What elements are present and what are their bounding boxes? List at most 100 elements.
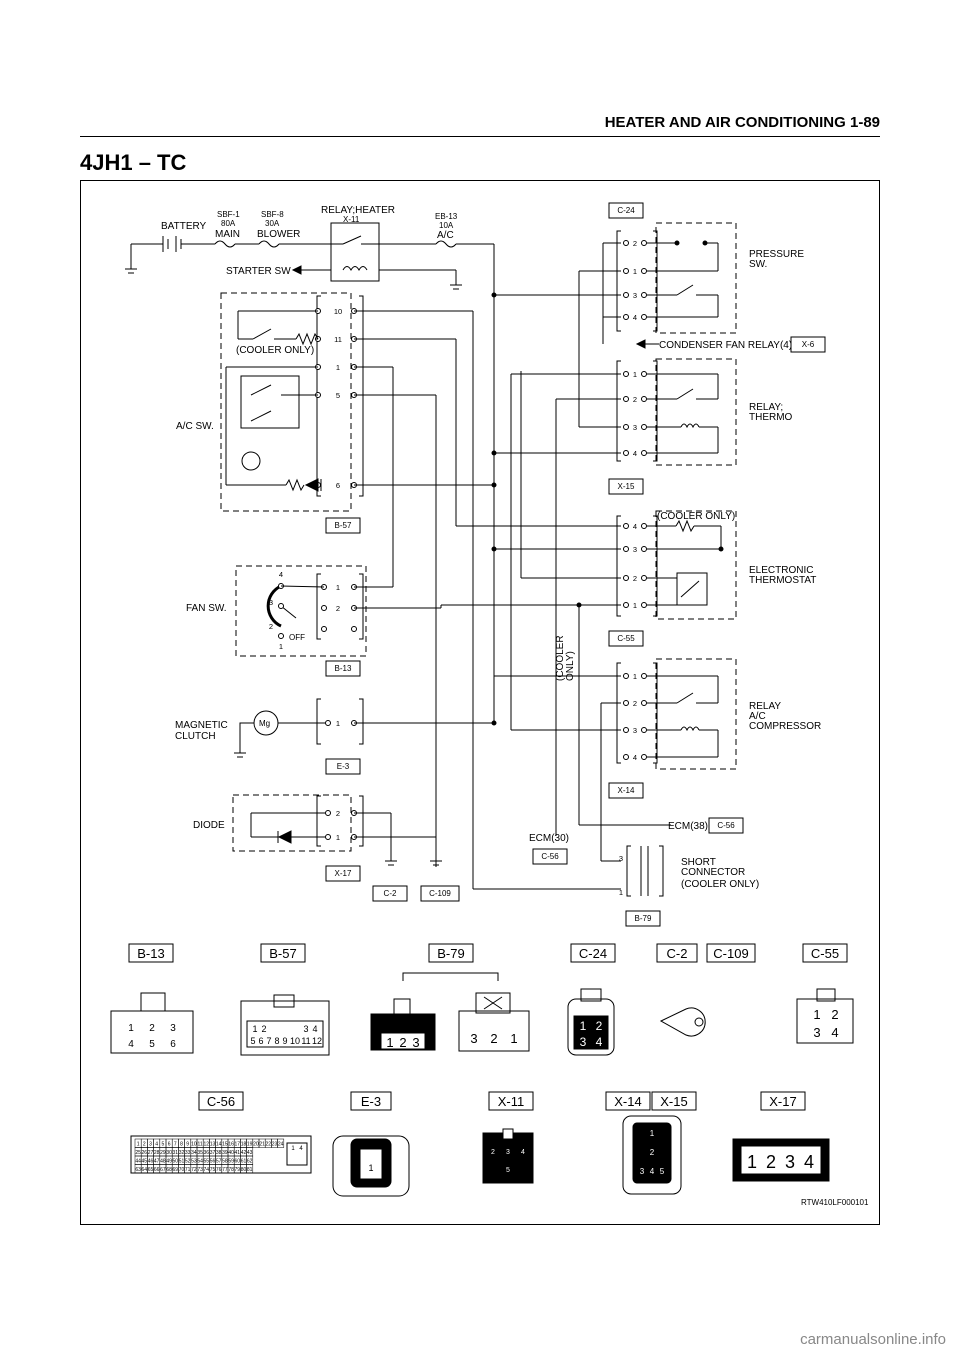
legend-c56-pin: 58 <box>222 1159 228 1165</box>
fan-off-label: OFF <box>289 633 305 642</box>
cooler-vertical-1: (COOLER <box>555 635 566 681</box>
pin: 1 <box>336 719 340 728</box>
pin: 2 <box>633 574 637 583</box>
pin: 1 <box>336 583 340 592</box>
pin: 3 <box>633 291 637 300</box>
legend-c56-pin: 22 <box>266 1142 272 1148</box>
legend-c56-pin: 48 <box>160 1159 166 1165</box>
legend-c24-pin: 4 <box>596 1035 603 1049</box>
legend-b79-pin: 2 <box>490 1031 497 1046</box>
tag-b79: B-79 <box>635 914 652 923</box>
legend-c56-pin: 33 <box>185 1150 191 1156</box>
pin: 3 <box>633 726 637 735</box>
relay-thermo-label-1: RELAY; <box>749 402 783 413</box>
pressure-switch <box>616 222 737 334</box>
diagram-labels: BATTERY SBF-1 80A MAIN SBF-8 30A BLOWER … <box>161 205 869 1207</box>
legend-c56-pin: 21 <box>259 1142 265 1148</box>
legend-c56-pin: 50 <box>173 1159 179 1165</box>
power-line <box>125 235 495 481</box>
battery-label: BATTERY <box>161 221 207 232</box>
electronic-thermostat-label-1: ELECTRONIC <box>749 565 813 576</box>
legend-c56-pin: 5 <box>162 1142 165 1148</box>
legend-c56-pin: 54 <box>197 1159 203 1165</box>
sbf8-rating: 30A <box>265 219 280 228</box>
fan-switch <box>235 565 367 657</box>
legend-c56-cell <box>277 1138 285 1148</box>
legend-b57-pin: 7 <box>266 1036 271 1046</box>
legend-c56-pin: 49 <box>166 1159 172 1165</box>
legend-c56-pin: 55 <box>204 1159 210 1165</box>
legend-b79-pin: 1 <box>510 1031 517 1046</box>
legend-c56-pin: 1 <box>291 1146 295 1152</box>
legend-c56-pin: 51 <box>179 1159 185 1165</box>
legend-c56-pin: 40 <box>228 1150 234 1156</box>
pin: 2 <box>633 699 637 708</box>
relay-ac-label-2: A/C <box>749 711 766 722</box>
legend-c109-tag: C-109 <box>713 946 748 961</box>
legend-x11-pin: 5 <box>506 1167 510 1174</box>
legend-c56-pin: 34 <box>191 1150 197 1156</box>
pin: 1 <box>619 888 623 897</box>
pin: 2 <box>633 239 637 248</box>
tag-e3: E-3 <box>337 762 350 771</box>
legend-c24-pin: 1 <box>580 1019 587 1033</box>
sbf1-func: MAIN <box>215 229 240 240</box>
legend-c55-pin: 3 <box>813 1025 820 1040</box>
sbf1-rating: 80A <box>221 219 236 228</box>
relay-thermo-label-2: THERMO <box>749 412 793 423</box>
header-title: HEATER AND AIR CONDITIONING 1-89 <box>604 114 880 131</box>
diode <box>232 794 364 852</box>
legend-c56-pin: 20 <box>253 1142 259 1148</box>
legend-c56-pin: 38 <box>216 1150 222 1156</box>
pressure-sw-label-2: SW. <box>749 259 767 270</box>
legend-e3-pin: 1 <box>368 1163 373 1173</box>
pin: 3 <box>619 854 623 863</box>
legend-b13-pin: 6 <box>170 1039 176 1050</box>
legend-c56-pin: 43 <box>247 1150 253 1156</box>
condenser-fan-relay-label: CONDENSER FAN RELAY(4) <box>659 340 792 351</box>
watermark: carmanualsonline.info <box>800 1331 946 1348</box>
legend-c56-tag: C-56 <box>207 1094 235 1109</box>
sbf8-func: BLOWER <box>257 229 300 240</box>
legend-c56-pin: 47 <box>154 1159 160 1165</box>
legend-x11-pin: 4 <box>521 1149 525 1156</box>
fan-sw-label: FAN SW. <box>186 603 227 614</box>
page-heading: 4JH1 – TC <box>80 150 187 175</box>
legend-c56-pin: 4 <box>299 1146 303 1152</box>
relay-thermo <box>616 358 737 466</box>
legend-c56-pin: 31 <box>173 1150 179 1156</box>
legend-c56-pin: 71 <box>185 1167 191 1173</box>
legend-b57-pin: 12 <box>312 1036 322 1046</box>
legend-c56-pin: 18 <box>241 1142 247 1148</box>
legend-x15-tag: X-15 <box>660 1094 687 1109</box>
legend-b79-pin: 2 <box>399 1035 406 1050</box>
legend-b13-pin: 1 <box>128 1023 134 1034</box>
legend-c56-pin: 62 <box>247 1159 253 1165</box>
legend-c56-pin: 67 <box>160 1167 166 1173</box>
legend-b57-pin: 3 <box>303 1024 308 1034</box>
legend-c56-pin: 44 <box>135 1159 141 1165</box>
relay-heater-code: X-11 <box>343 215 360 224</box>
tag-x15: X-15 <box>618 482 635 491</box>
legend-c56-pin: 63 <box>135 1167 141 1173</box>
legend-c56-cell <box>246 1164 254 1174</box>
legend-c24-tag: C-24 <box>579 946 607 961</box>
legend-c56-pin: 57 <box>216 1159 222 1165</box>
legend-c56-pin: 75 <box>210 1167 216 1173</box>
legend-row-1: B-13 B-57 B-79 C-24 C-2 C-109 C-55 <box>128 943 848 963</box>
eb13-name: EB-13 <box>435 212 458 221</box>
legend-c56-pin: 16 <box>228 1142 234 1148</box>
relay-heater-label: RELAY;HEATER <box>321 205 395 216</box>
legend-x11-pin: 3 <box>506 1149 510 1156</box>
legend-c56-pin: 8 <box>180 1142 183 1148</box>
starter-sw-label: STARTER SW <box>226 266 291 277</box>
legend-c56-pin: 61 <box>241 1159 247 1165</box>
pin: 3 <box>269 598 273 607</box>
short-connector-label-2: CONNECTOR <box>681 867 745 878</box>
pin: 3 <box>633 423 637 432</box>
pin: 4 <box>633 313 637 322</box>
pin: 4 <box>633 753 637 762</box>
legend-b79-pin: 1 <box>386 1035 393 1050</box>
pin: 1 <box>633 601 637 610</box>
